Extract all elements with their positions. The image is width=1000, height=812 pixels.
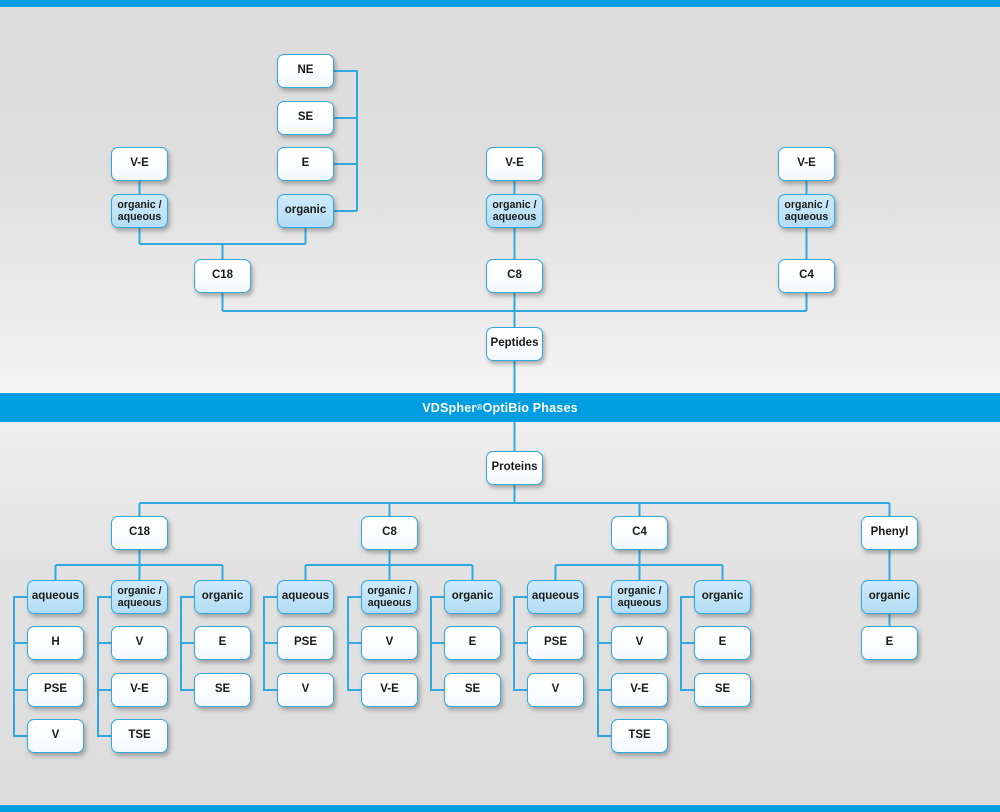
node-b-c8-aq-1[interactable]: PSE xyxy=(277,626,334,660)
node-b-c18-or-1[interactable]: E xyxy=(194,626,251,660)
node-b-c4-or-2[interactable]: SE xyxy=(694,673,751,707)
bottom-accent-bar xyxy=(0,805,1000,812)
node-b-c18-oa-1[interactable]: V xyxy=(111,626,168,660)
node-b-c18-aq-3[interactable]: V xyxy=(27,719,84,753)
node-b-c4-oa-1[interactable]: V xyxy=(611,626,668,660)
node-t-oa8[interactable]: organic / aqueous xyxy=(486,194,543,228)
section-banner: VDSpher® OptiBio Phases xyxy=(0,393,1000,422)
node-b-c18-aq[interactable]: aqueous xyxy=(27,580,84,614)
node-b-c8-oa[interactable]: organic / aqueous xyxy=(361,580,418,614)
node-t-org[interactable]: organic xyxy=(277,194,334,228)
node-t-c8[interactable]: C8 xyxy=(486,259,543,293)
node-b-c18-oa[interactable]: organic / aqueous xyxy=(111,580,168,614)
banner-label: OptiBio Phases xyxy=(482,400,578,415)
node-t-ve18[interactable]: V-E xyxy=(111,147,168,181)
node-b-c18-oa-2[interactable]: V-E xyxy=(111,673,168,707)
node-b-c18-or-2[interactable]: SE xyxy=(194,673,251,707)
node-b-c4-aq-2[interactable]: V xyxy=(527,673,584,707)
node-b-c8-or-1[interactable]: E xyxy=(444,626,501,660)
node-b-c8-or[interactable]: organic xyxy=(444,580,501,614)
node-b-c18-aq-2[interactable]: PSE xyxy=(27,673,84,707)
node-t-oa18[interactable]: organic / aqueous xyxy=(111,194,168,228)
node-t-c4[interactable]: C4 xyxy=(778,259,835,293)
node-b-ph[interactable]: Phenyl xyxy=(861,516,918,550)
node-b-ph-or-1[interactable]: E xyxy=(861,626,918,660)
node-t-ve8[interactable]: V-E xyxy=(486,147,543,181)
node-t-c18[interactable]: C18 xyxy=(194,259,251,293)
node-b-c8[interactable]: C8 xyxy=(361,516,418,550)
node-b-c4-oa-3[interactable]: TSE xyxy=(611,719,668,753)
node-t-e[interactable]: E xyxy=(277,147,334,181)
node-b-ph-or[interactable]: organic xyxy=(861,580,918,614)
banner-brand: VDSpher xyxy=(422,400,477,415)
node-b-c4-aq[interactable]: aqueous xyxy=(527,580,584,614)
node-b-c18-or[interactable]: organic xyxy=(194,580,251,614)
node-t-ve4[interactable]: V-E xyxy=(778,147,835,181)
node-b-proteins[interactable]: Proteins xyxy=(486,451,543,485)
top-accent-bar xyxy=(0,0,1000,7)
node-b-c8-oa-2[interactable]: V-E xyxy=(361,673,418,707)
node-t-se[interactable]: SE xyxy=(277,101,334,135)
node-b-c4-oa-2[interactable]: V-E xyxy=(611,673,668,707)
node-b-c4-aq-1[interactable]: PSE xyxy=(527,626,584,660)
node-t-oa4[interactable]: organic / aqueous xyxy=(778,194,835,228)
node-b-c8-oa-1[interactable]: V xyxy=(361,626,418,660)
node-b-c4-or[interactable]: organic xyxy=(694,580,751,614)
node-b-c4[interactable]: C4 xyxy=(611,516,668,550)
node-b-c18-oa-3[interactable]: TSE xyxy=(111,719,168,753)
node-b-c4-or-1[interactable]: E xyxy=(694,626,751,660)
node-b-c8-aq-2[interactable]: V xyxy=(277,673,334,707)
node-t-ne[interactable]: NE xyxy=(277,54,334,88)
node-b-c18-aq-1[interactable]: H xyxy=(27,626,84,660)
node-b-c18[interactable]: C18 xyxy=(111,516,168,550)
node-t-peptides[interactable]: Peptides xyxy=(486,327,543,361)
node-b-c4-oa[interactable]: organic / aqueous xyxy=(611,580,668,614)
node-b-c8-aq[interactable]: aqueous xyxy=(277,580,334,614)
node-b-c8-or-2[interactable]: SE xyxy=(444,673,501,707)
